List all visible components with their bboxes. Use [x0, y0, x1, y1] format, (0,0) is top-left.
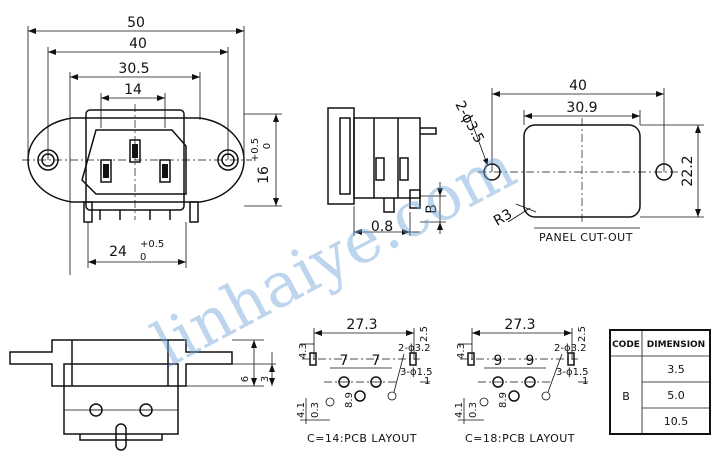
dim-total-width: 50 — [127, 15, 145, 31]
table-row: 5.0 — [667, 389, 685, 402]
watermark: linhaiye.com — [141, 130, 527, 382]
dim-depth-tol-lower: 0 — [140, 252, 146, 263]
code-dimension-table: CODE DIMENSION B 3.5 5.0 10.5 — [609, 329, 711, 435]
pcb14-pin-spec: 3-ϕ1.5 — [400, 367, 432, 378]
caption-pcb14: C=14:PCB LAYOUT — [307, 432, 417, 445]
table-row: 3.5 — [667, 363, 685, 376]
pcb14-dim-top: 2.5 — [419, 326, 430, 342]
dim-outer: 6 — [240, 376, 251, 382]
dim-depth-tol-upper: +0.5 — [140, 239, 164, 250]
dim-inner: 3 — [260, 376, 271, 382]
table-row: 10.5 — [664, 415, 689, 428]
pcb14-dim-bottom-2: 0.3 — [310, 402, 321, 418]
table-code-value: B — [622, 390, 630, 403]
pcb18-dim-bottom-1: 4.1 — [454, 402, 465, 418]
pcb-layout-18: 27.3 2.5 4.3 9 9 2-ϕ3.2 3-ϕ1.5 1 8.9 4.1… — [454, 317, 588, 445]
pcb18-dim-right: 1 — [582, 376, 588, 387]
side-view: 0.8 B — [327, 107, 446, 236]
pcb14-dim-left: 4.3 — [298, 343, 309, 359]
pcb14-dim-bottom-1: 4.1 — [296, 402, 307, 418]
dim-opening-height: 22.2 — [680, 155, 696, 186]
pcb18-small-pitch: 8.9 — [498, 392, 509, 408]
dim-height-tol-lower: 0 — [262, 143, 273, 149]
pcb14-dim-width: 27.3 — [346, 317, 377, 333]
pcb14-pitch-1: 7 — [340, 353, 349, 369]
pcb18-pitch-1: 9 — [494, 353, 503, 369]
pcb18-dim-top: 2.5 — [577, 326, 588, 342]
pcb14-small-pitch: 8.9 — [344, 392, 355, 408]
pcb18-pin-spec: 3-ϕ1.5 — [556, 367, 588, 378]
table-header-code: CODE — [612, 340, 640, 350]
dim-holes-pitch: 40 — [569, 78, 587, 94]
dim-height: 16 — [256, 166, 272, 184]
pcb14-pitch-2: 7 — [372, 353, 381, 369]
dim-opening-width: 30.9 — [566, 100, 597, 116]
pcb14-dim-right: 1 — [424, 376, 430, 387]
front-view: 50 40 30.5 14 16 +0.5 0 24 +0.5 0 — [22, 15, 282, 275]
table-header-dimension: DIMENSION — [647, 340, 705, 350]
dim-height-tol-upper: +0.5 — [250, 138, 261, 162]
pcb18-hole-spec: 2-ϕ3.2 — [554, 343, 586, 354]
pcb18-dim-left: 4.3 — [456, 343, 467, 359]
pcb14-hole-spec: 2-ϕ3.2 — [398, 343, 430, 354]
dim-mount-pitch: 40 — [129, 36, 147, 52]
caption-pcb18: C=18:PCB LAYOUT — [465, 432, 575, 445]
dim-body-width: 14 — [124, 82, 142, 98]
pcb18-dim-bottom-2: 0.3 — [468, 402, 479, 418]
dim-depth: 24 — [109, 244, 127, 260]
caption-panel-cutout: PANEL CUT-OUT — [539, 231, 633, 244]
pcb18-dim-width: 27.3 — [504, 317, 535, 333]
bottom-view: 6 3 — [9, 339, 276, 451]
pcb18-pitch-2: 9 — [526, 353, 535, 369]
pcb-layout-14: 27.3 2.5 4.3 7 7 2-ϕ3.2 3-ϕ1.5 1 8.9 4.1… — [296, 317, 432, 445]
dim-flange-width: 30.5 — [118, 61, 149, 77]
dim-side-offset: 0.8 — [371, 219, 393, 235]
dim-code-b: B — [424, 204, 440, 214]
